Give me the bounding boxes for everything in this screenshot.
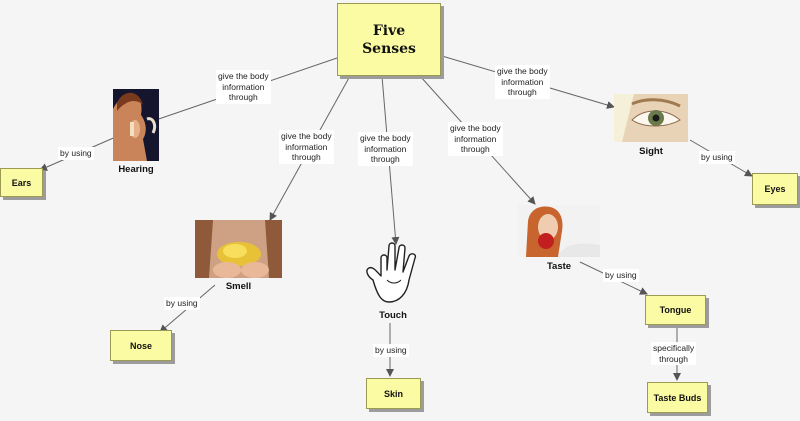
- sense-label-smell: Smell: [225, 281, 252, 292]
- root-node-five-senses[interactable]: Five Senses: [337, 3, 441, 76]
- smelling-flower-image: [195, 220, 282, 278]
- connector-label-by-using-nose: by using: [164, 297, 200, 310]
- organ-box-skin[interactable]: Skin: [366, 378, 421, 409]
- node-sight[interactable]: Sight: [614, 94, 688, 157]
- sense-label-hearing: Hearing: [118, 164, 154, 175]
- connector-label-by-using-eyes: by using: [699, 151, 735, 164]
- node-smell[interactable]: Smell: [195, 220, 282, 292]
- ear-listening-image: [113, 89, 159, 161]
- organ-box-taste-buds[interactable]: Taste Buds: [647, 382, 708, 413]
- connector-label-hearing: give the body information through: [216, 70, 271, 104]
- sense-label-sight: Sight: [639, 146, 663, 157]
- eye-image: [614, 94, 688, 142]
- hand-image: [366, 242, 417, 303]
- connector-label-sight: give the body information through: [495, 65, 550, 99]
- connector-label-smell: give the body information through: [279, 130, 334, 164]
- node-taste[interactable]: Taste: [518, 205, 600, 272]
- node-hearing[interactable]: Hearing: [113, 89, 159, 175]
- connector-label-by-using-skin: by using: [373, 344, 409, 357]
- connector-label-touch: give the body information through: [358, 132, 413, 166]
- connector-label-specifically: specifically through: [651, 342, 697, 365]
- organ-box-ears[interactable]: Ears: [0, 168, 43, 197]
- eating-apple-image: [518, 205, 600, 257]
- organ-box-eyes[interactable]: Eyes: [752, 173, 798, 205]
- organ-box-nose[interactable]: Nose: [110, 330, 172, 361]
- connector-label-taste: give the body information through: [448, 122, 503, 156]
- connector-label-by-using-tongue: by using: [603, 269, 639, 282]
- sense-label-touch: Touch: [379, 310, 407, 321]
- node-touch[interactable]: Touch: [363, 240, 423, 321]
- organ-box-tongue[interactable]: Tongue: [645, 295, 706, 325]
- sense-label-taste: Taste: [546, 261, 572, 272]
- connector-label-by-using-ears: by using: [58, 147, 94, 160]
